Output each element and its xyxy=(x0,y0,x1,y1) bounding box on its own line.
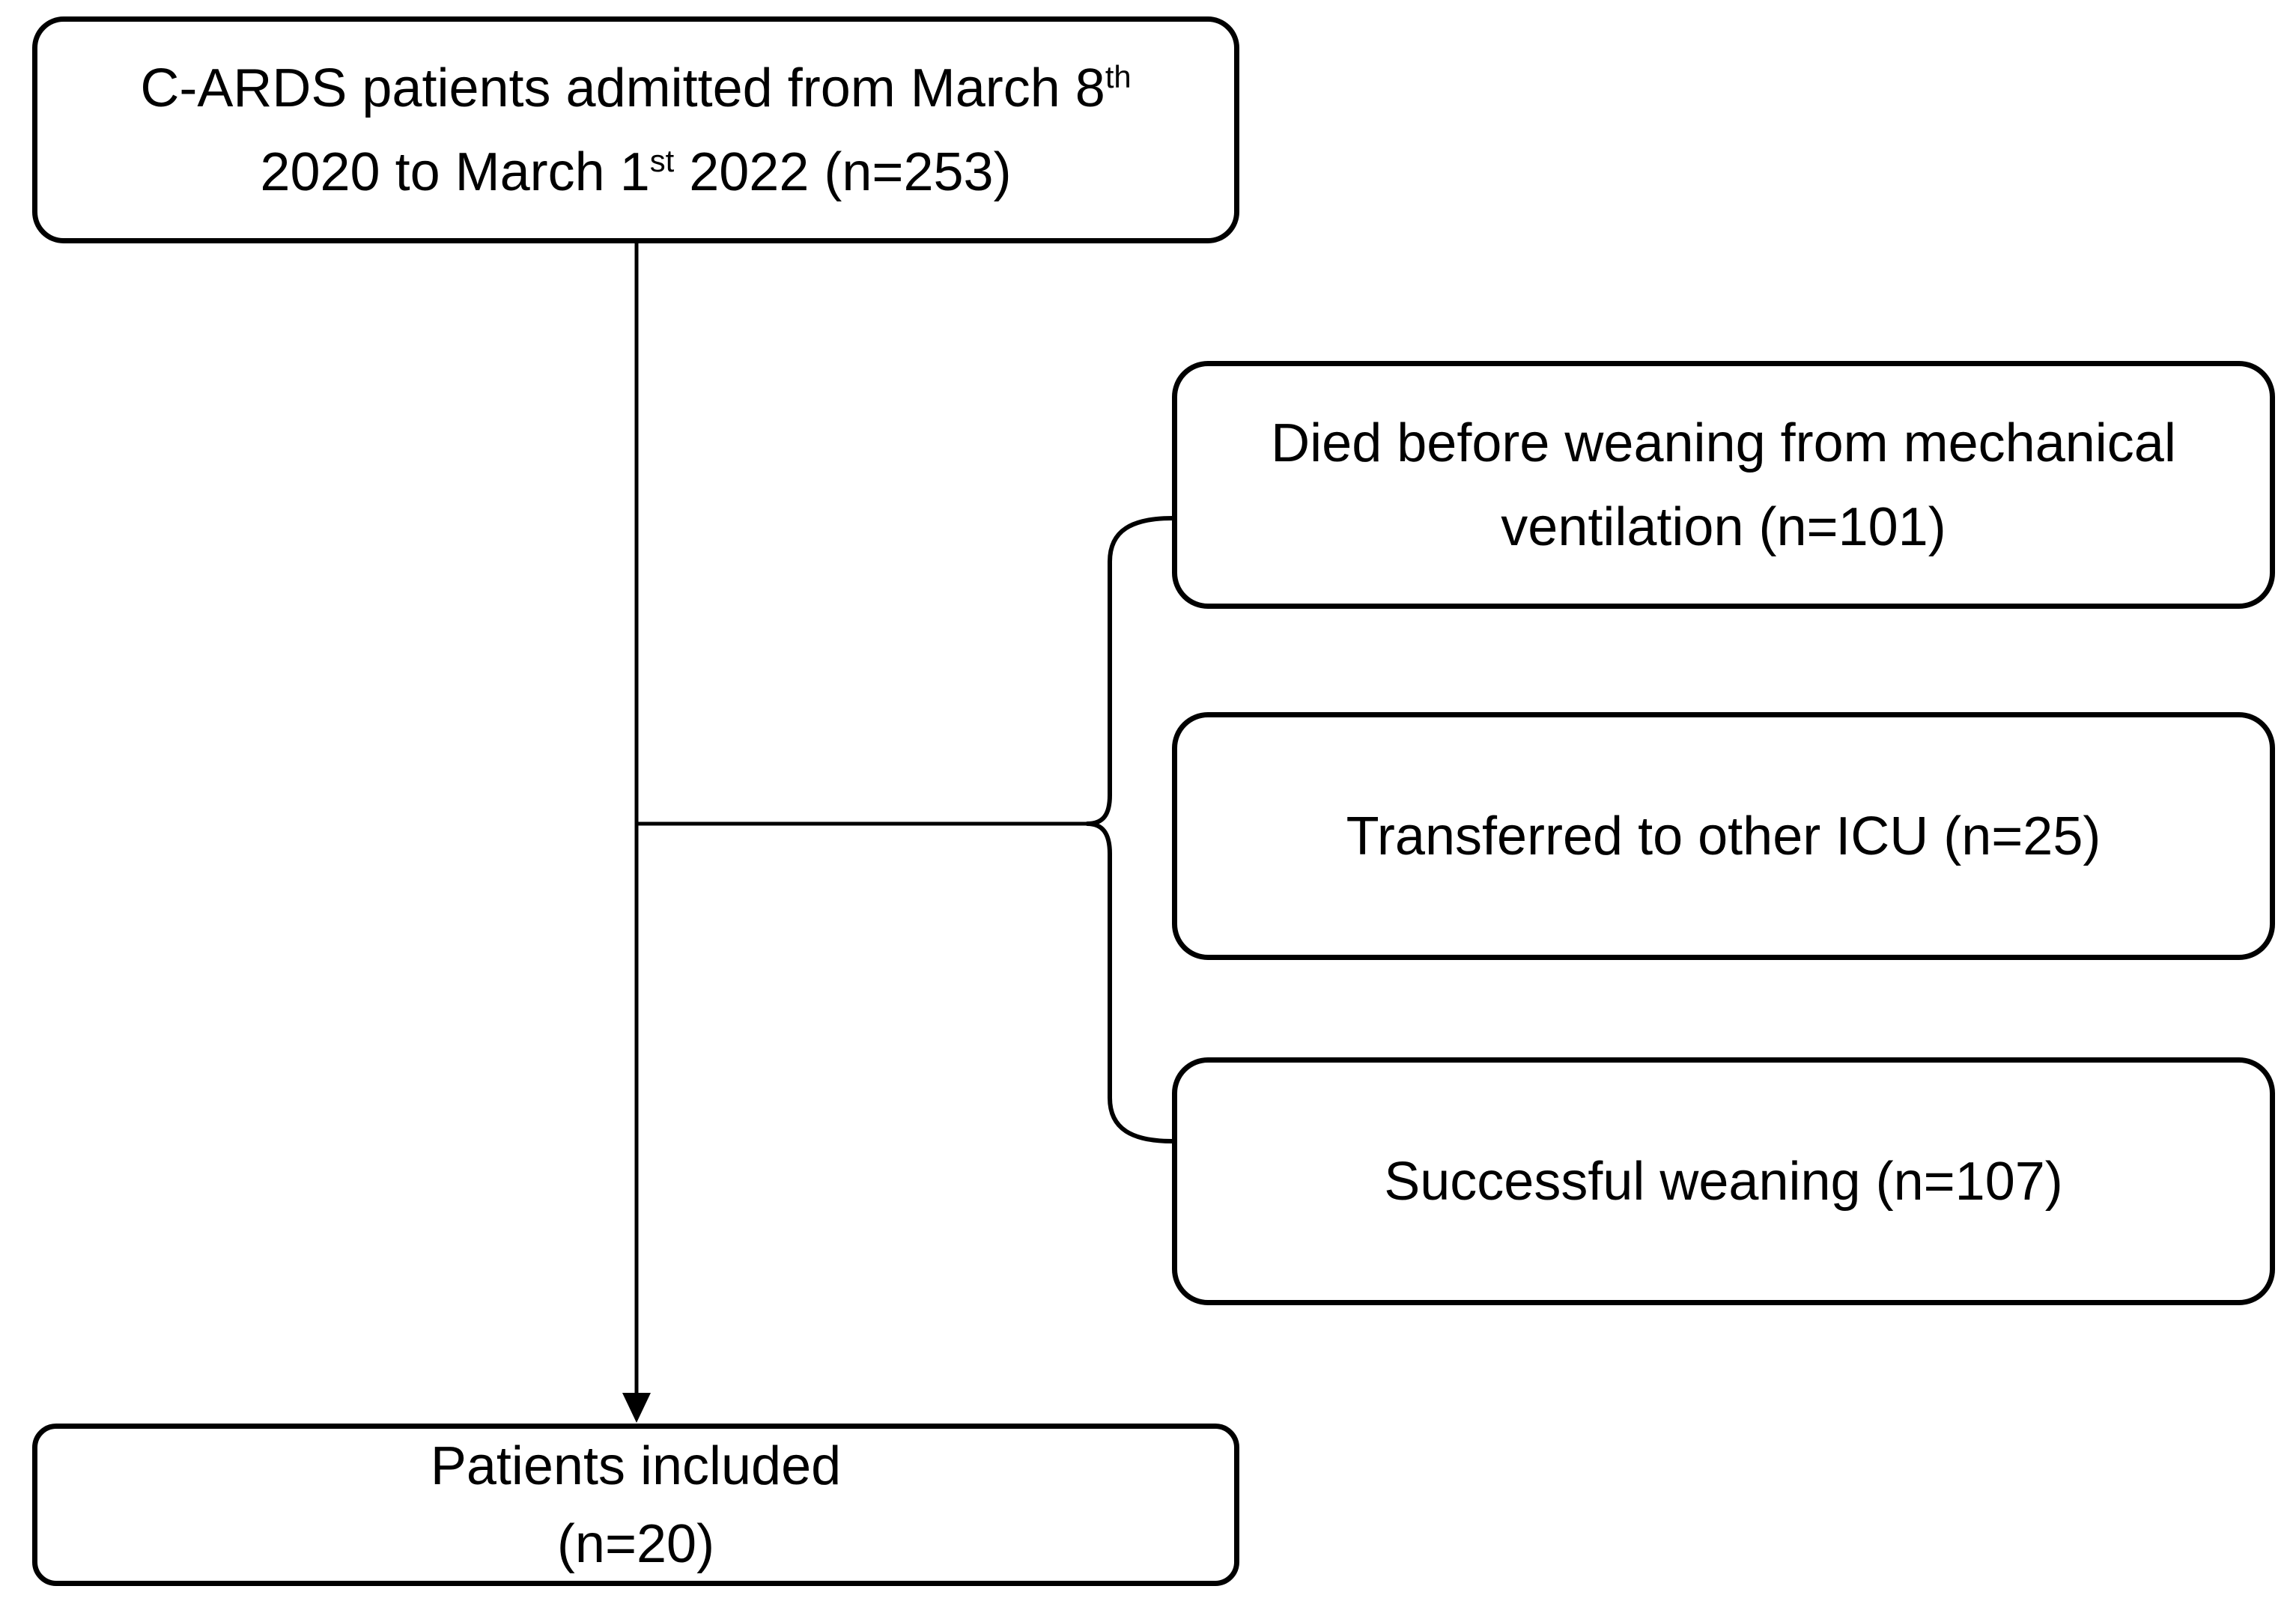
node-died-before-weaning: Died before weaning from mechanical vent… xyxy=(1172,361,2275,609)
node-transferred-other-icu: Transferred to other ICU (n=25) xyxy=(1172,712,2275,960)
node-admitted-line1: C-ARDS patients admitted from March 8th xyxy=(140,46,1131,130)
node-died-label: Died before weaning from mechanical vent… xyxy=(1271,413,2176,557)
node-transferred-label: Transferred to other ICU (n=25) xyxy=(1346,806,2101,866)
node-admitted-line2: 2020 to March 1st 2022 (n=253) xyxy=(260,130,1011,214)
node-successful-weaning: Successful weaning (n=107) xyxy=(1172,1057,2275,1305)
down-arrowhead-icon xyxy=(622,1393,651,1423)
superscript-st: st xyxy=(649,142,675,178)
node-admitted-line2-tail: 2022 (n=253) xyxy=(674,142,1012,202)
node-patients-included: Patients included (n=20) xyxy=(32,1424,1239,1586)
node-included-line1: Patients included xyxy=(430,1436,842,1496)
node-included-line2: (n=20) xyxy=(556,1513,715,1574)
brace-icon xyxy=(1085,516,1175,1143)
superscript-th: th xyxy=(1105,58,1132,94)
node-admitted: C-ARDS patients admitted from March 8th … xyxy=(32,16,1239,243)
node-admitted-line1-text: C-ARDS patients admitted from March 8 xyxy=(140,58,1105,118)
node-weaning-label: Successful weaning (n=107) xyxy=(1384,1151,2063,1212)
node-admitted-line2-text: 2020 to March 1 xyxy=(260,142,650,202)
